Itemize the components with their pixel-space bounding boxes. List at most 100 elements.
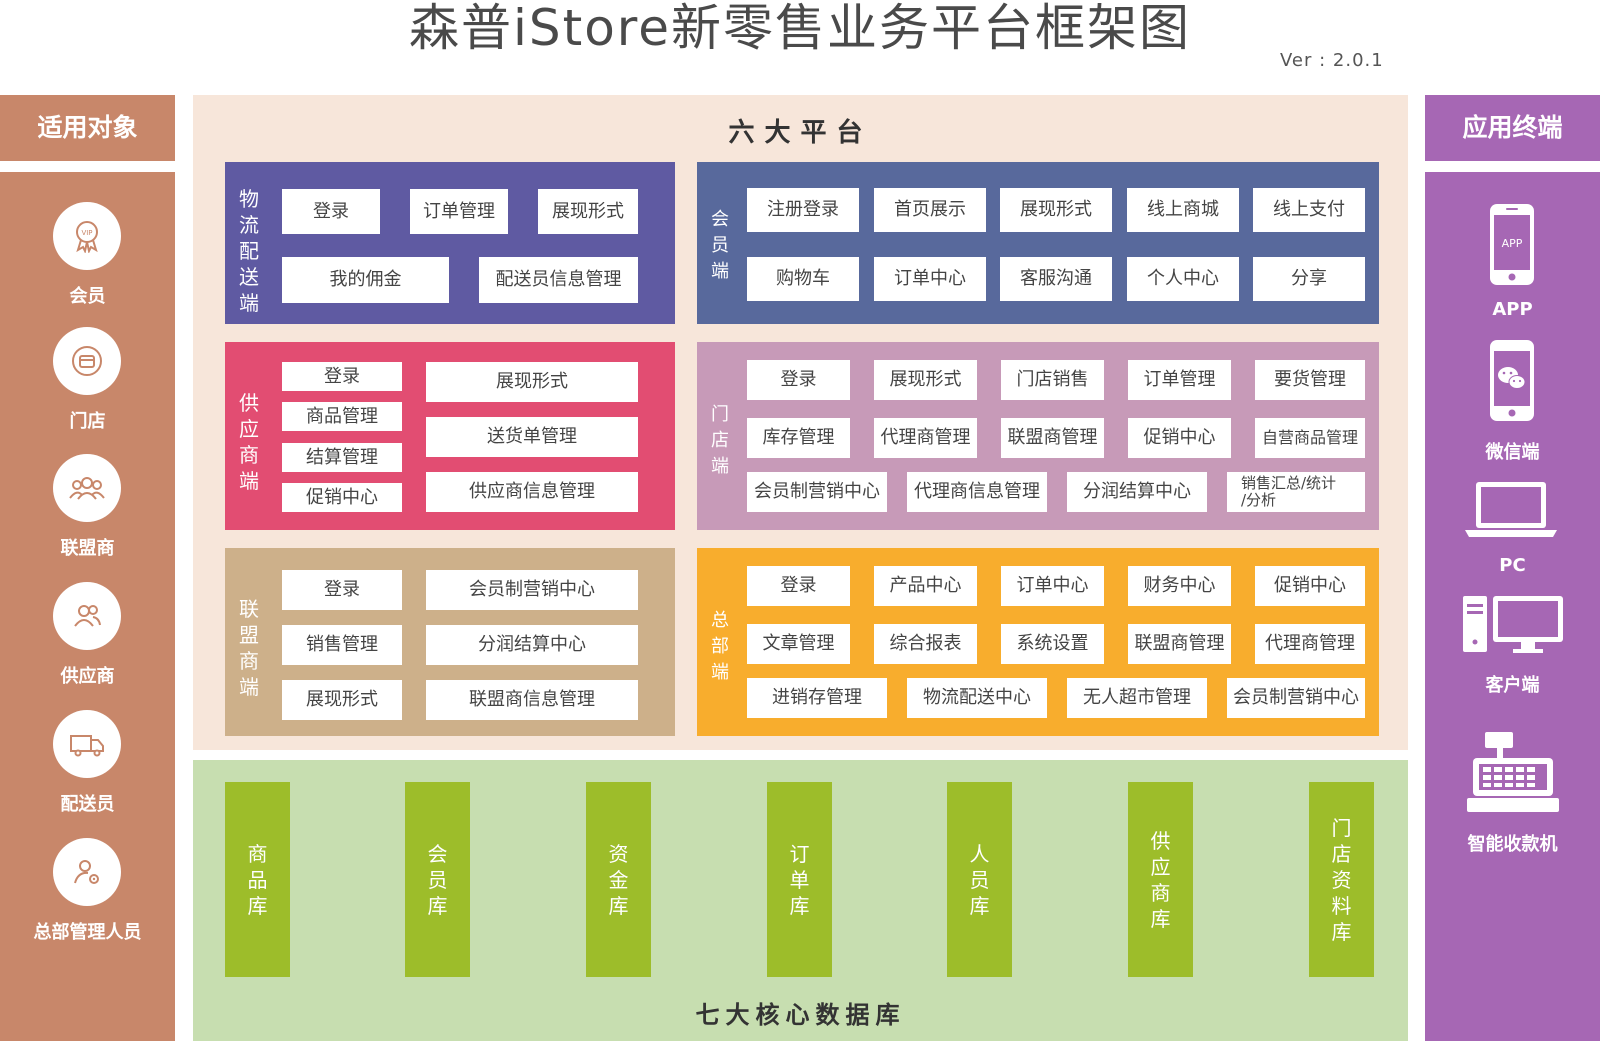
store-login-button[interactable]: 登录 bbox=[747, 360, 850, 400]
supplier-settlement-button[interactable]: 结算管理 bbox=[282, 443, 402, 472]
database-column: 会员库 bbox=[405, 782, 470, 977]
audience-item-supplier: 供应商 bbox=[0, 582, 175, 707]
logistics-commission-button[interactable]: 我的佣金 bbox=[282, 257, 449, 303]
member-register-login-button[interactable]: 注册登录 bbox=[747, 188, 859, 232]
panel-alliance: 联盟商端 登录 销售管理 展现形式 会员制营销中心 分润结算中心 联盟商信息管理 bbox=[225, 548, 675, 736]
audience-item-member: VIP 会员 bbox=[0, 202, 175, 327]
panel-hq: 总部端 登录 产品中心 订单中心 财务中心 促销中心 文章管理 综合报表 系统设… bbox=[697, 548, 1379, 736]
store-alliance-management-button[interactable]: 联盟商管理 bbox=[1001, 418, 1104, 458]
database-column: 门店资料库 bbox=[1309, 782, 1374, 977]
member-display-form-button[interactable]: 展现形式 bbox=[1000, 188, 1112, 232]
terminal-label: 微信端 bbox=[1485, 442, 1540, 463]
logistics-courier-info-button[interactable]: 配送员信息管理 bbox=[479, 257, 638, 303]
vip-badge-icon: VIP bbox=[53, 202, 121, 270]
panel-member: 会员端 注册登录 首页展示 展现形式 线上商城 线上支付 购物车 订单中心 客服… bbox=[697, 162, 1379, 324]
member-share-button[interactable]: 分享 bbox=[1253, 257, 1365, 301]
database-label: 供应商库 bbox=[1150, 828, 1171, 931]
database-column: 供应商库 bbox=[1128, 782, 1193, 977]
store-icon bbox=[53, 327, 121, 395]
logistics-login-button[interactable]: 登录 bbox=[282, 189, 380, 234]
panel-label-alliance: 联盟商端 bbox=[239, 597, 259, 699]
store-display-form-button[interactable]: 展现形式 bbox=[874, 360, 977, 400]
hq-order-center-button[interactable]: 订单中心 bbox=[1001, 566, 1104, 606]
hq-reports-button[interactable]: 综合报表 bbox=[874, 624, 977, 664]
alliance-member-marketing-button[interactable]: 会员制营销中心 bbox=[426, 570, 638, 610]
terminal-label: PC bbox=[1499, 555, 1526, 576]
panel-store: 门店端 登录 展现形式 门店销售 订单管理 要货管理 库存管理 代理商管理 联盟… bbox=[697, 342, 1379, 530]
panel-label-store: 门店端 bbox=[711, 404, 729, 477]
app-icon-text: APP bbox=[1502, 237, 1523, 250]
store-requisition-button[interactable]: 要货管理 bbox=[1255, 360, 1365, 400]
member-customer-service-button[interactable]: 客服沟通 bbox=[1000, 257, 1112, 301]
member-order-center-button[interactable]: 订单中心 bbox=[874, 257, 986, 301]
store-agent-info-button[interactable]: 代理商信息管理 bbox=[907, 472, 1047, 512]
alliance-display-form-button[interactable]: 展现形式 bbox=[282, 680, 402, 720]
member-personal-center-button[interactable]: 个人中心 bbox=[1127, 257, 1239, 301]
page-title: 森普iStore新零售业务平台框架图 bbox=[408, 0, 1192, 57]
supplier-display-form-button[interactable]: 展现形式 bbox=[426, 362, 638, 402]
hq-product-center-button[interactable]: 产品中心 bbox=[874, 566, 977, 606]
supplier-promotion-center-button[interactable]: 促销中心 bbox=[282, 483, 402, 512]
hq-agent-management-button[interactable]: 代理商管理 bbox=[1255, 624, 1365, 664]
delivery-truck-icon bbox=[53, 710, 121, 778]
wechat-icon bbox=[1488, 338, 1536, 423]
store-inventory-button[interactable]: 库存管理 bbox=[747, 418, 850, 458]
audience-label: 供应商 bbox=[60, 666, 115, 687]
database-label: 商品库 bbox=[247, 841, 268, 918]
audience-item-alliance: 联盟商 bbox=[0, 454, 175, 579]
database-label: 订单库 bbox=[789, 841, 810, 918]
member-cart-button[interactable]: 购物车 bbox=[747, 257, 859, 301]
panel-label-hq: 总部端 bbox=[711, 610, 729, 683]
svg-text:VIP: VIP bbox=[81, 229, 92, 237]
logistics-order-management-button[interactable]: 订单管理 bbox=[410, 189, 508, 234]
database-label: 资金库 bbox=[608, 841, 629, 918]
store-member-marketing-button[interactable]: 会员制营销中心 bbox=[747, 472, 887, 512]
member-online-payment-button[interactable]: 线上支付 bbox=[1253, 188, 1365, 232]
alliance-info-management-button[interactable]: 联盟商信息管理 bbox=[426, 680, 638, 720]
panel-logistics: 物流配送端 登录 订单管理 展现形式 我的佣金 配送员信息管理 bbox=[225, 162, 675, 324]
hq-unmanned-store-button[interactable]: 无人超市管理 bbox=[1067, 678, 1207, 718]
users-icon bbox=[53, 582, 121, 650]
hq-login-button[interactable]: 登录 bbox=[747, 566, 850, 606]
hq-system-settings-button[interactable]: 系统设置 bbox=[1001, 624, 1104, 664]
supplier-login-button[interactable]: 登录 bbox=[282, 362, 402, 391]
store-self-operated-goods-button[interactable]: 自营商品管理 bbox=[1255, 418, 1365, 458]
database-label: 门店资料库 bbox=[1331, 815, 1352, 944]
audience-label: 配送员 bbox=[60, 794, 115, 815]
desktop-client-icon bbox=[1461, 594, 1565, 656]
version-label: Ver : 2.0.1 bbox=[1280, 50, 1384, 71]
panel-label-logistics: 物流配送端 bbox=[239, 187, 259, 315]
audience-item-hq-admin: 总部管理人员 bbox=[0, 838, 175, 963]
admin-user-icon bbox=[53, 838, 121, 906]
store-agent-management-button[interactable]: 代理商管理 bbox=[874, 418, 977, 458]
store-profit-settlement-button[interactable]: 分润结算中心 bbox=[1067, 472, 1207, 512]
hq-promotion-center-button[interactable]: 促销中心 bbox=[1255, 566, 1365, 606]
database-label: 会员库 bbox=[427, 841, 448, 918]
alliance-sales-management-button[interactable]: 销售管理 bbox=[282, 625, 402, 665]
mobile-phone-icon: APP bbox=[1488, 202, 1536, 287]
store-order-management-button[interactable]: 订单管理 bbox=[1128, 360, 1231, 400]
store-promotion-center-button[interactable]: 促销中心 bbox=[1128, 418, 1231, 458]
member-online-mall-button[interactable]: 线上商城 bbox=[1127, 188, 1239, 232]
terminal-label: APP bbox=[1492, 299, 1533, 320]
hq-finance-center-button[interactable]: 财务中心 bbox=[1128, 566, 1231, 606]
supplier-delivery-note-button[interactable]: 送货单管理 bbox=[426, 417, 638, 457]
hq-alliance-management-button[interactable]: 联盟商管理 bbox=[1128, 624, 1231, 664]
member-homepage-button[interactable]: 首页展示 bbox=[874, 188, 986, 232]
sales-summary-line2: /分析 bbox=[1241, 491, 1277, 509]
audience-column: VIP 会员 门店 联盟商 供应商 配送员 总部管理人员 bbox=[0, 172, 175, 1041]
store-sales-summary-button[interactable]: 销售汇总/统计 /分析 bbox=[1227, 472, 1365, 512]
terminals-column: APP APP 微信端 PC 客户端 智能收款机 bbox=[1425, 172, 1600, 1041]
hq-member-marketing-button[interactable]: 会员制营销中心 bbox=[1227, 678, 1365, 718]
alliance-profit-settlement-button[interactable]: 分润结算中心 bbox=[426, 625, 638, 665]
hq-article-management-button[interactable]: 文章管理 bbox=[747, 624, 850, 664]
panel-supplier: 供应商端 登录 商品管理 结算管理 促销中心 展现形式 送货单管理 供应商信息管… bbox=[225, 342, 675, 530]
audience-item-courier: 配送员 bbox=[0, 710, 175, 835]
hq-logistics-center-button[interactable]: 物流配送中心 bbox=[907, 678, 1047, 718]
logistics-display-form-button[interactable]: 展现形式 bbox=[538, 189, 638, 234]
supplier-product-management-button[interactable]: 商品管理 bbox=[282, 402, 402, 431]
store-sales-button[interactable]: 门店销售 bbox=[1001, 360, 1104, 400]
hq-inventory-button[interactable]: 进销存管理 bbox=[747, 678, 887, 718]
supplier-info-management-button[interactable]: 供应商信息管理 bbox=[426, 472, 638, 512]
alliance-login-button[interactable]: 登录 bbox=[282, 570, 402, 610]
